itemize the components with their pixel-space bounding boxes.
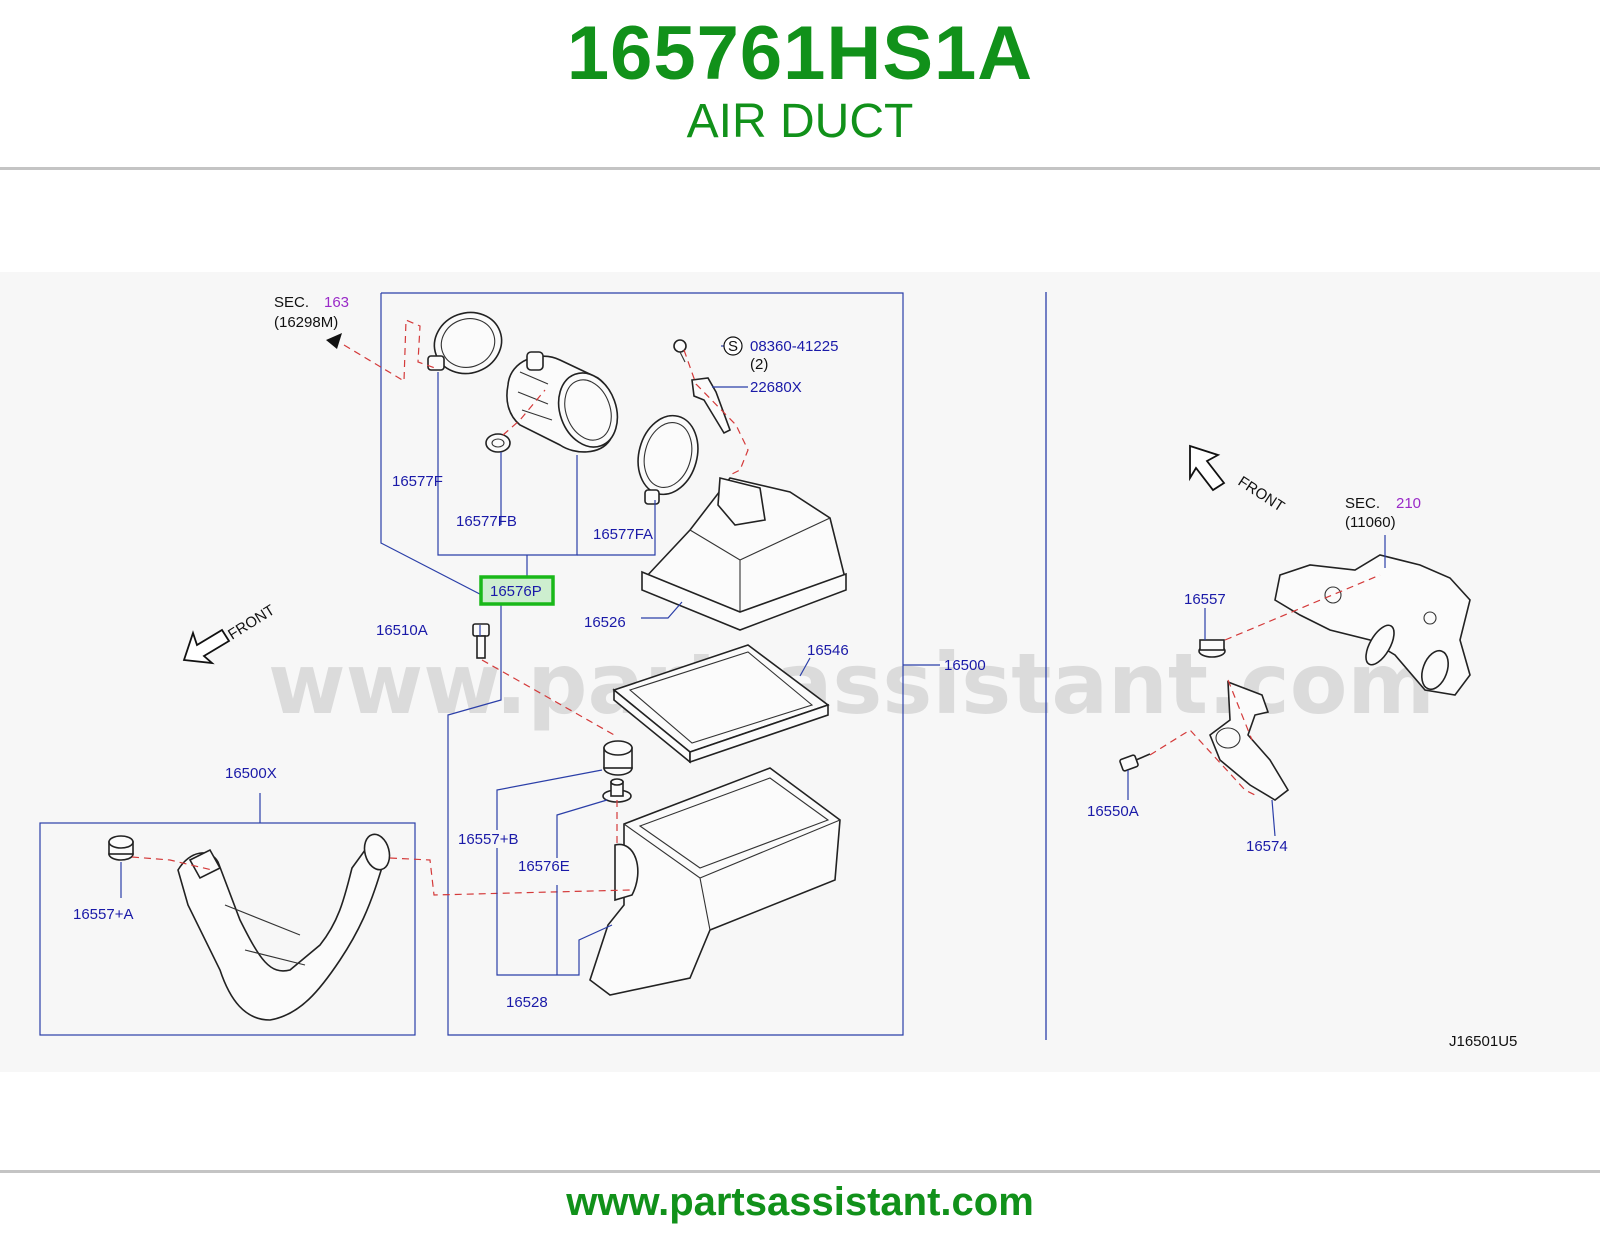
label-16576p[interactable]: 16576P	[490, 583, 542, 600]
front-arrow-right-icon	[1189, 444, 1226, 492]
assembly-dashed-lines	[131, 319, 1381, 896]
sec-label-right: SEC.	[1345, 495, 1380, 512]
label-16528[interactable]: 16528	[506, 994, 548, 1011]
page-header: 165761HS1A AIR DUCT	[0, 0, 1600, 168]
watermark-text: www.partsassistant.com	[268, 635, 1435, 733]
label-16557b[interactable]: 16557+B	[458, 831, 518, 848]
air-duct-16576p-part	[506, 351, 619, 453]
part-name-subtitle: AIR DUCT	[686, 95, 914, 148]
bolt-16510a-part	[472, 623, 490, 659]
screw-s-symbol: S	[728, 338, 738, 355]
sec-number-210: 210	[1396, 495, 1421, 512]
screw-s-icon	[723, 336, 743, 356]
label-22680x[interactable]: 22680X	[750, 379, 802, 396]
label-16574[interactable]: 16574	[1246, 838, 1288, 855]
diagram-code: J16501U5	[1449, 1033, 1517, 1050]
collar-16576e-part	[602, 778, 632, 803]
label-16557[interactable]: 16557	[1184, 591, 1226, 608]
label-16550a[interactable]: 16550A	[1087, 803, 1139, 820]
label-16576e[interactable]: 16576E	[518, 858, 570, 875]
label-16546[interactable]: 16546	[807, 642, 849, 659]
footer-site-link[interactable]: www.partsassistant.com	[566, 1180, 1034, 1224]
label-16577fa[interactable]: 16577FA	[593, 526, 653, 543]
sec-label-left: SEC.	[274, 294, 309, 311]
bolt-16550a-part	[1119, 753, 1151, 772]
air-cleaner-body-16528-part	[589, 767, 841, 996]
label-16557a[interactable]: 16557+A	[73, 906, 133, 923]
air-filter-16546-part	[612, 644, 830, 764]
grommet-16557-part	[1198, 639, 1226, 658]
label-16526[interactable]: 16526	[584, 614, 626, 631]
sec163-pointer-arrow	[326, 333, 342, 349]
label-16500[interactable]: 16500	[944, 657, 986, 674]
footer-divider	[0, 1170, 1600, 1173]
label-08360-41225[interactable]: 08360-41225	[750, 338, 838, 355]
ref-11060: (11060)	[1345, 514, 1396, 531]
sensor-22680x-part	[691, 377, 731, 435]
clamp-16577fb-part	[485, 433, 511, 453]
leader-lines	[120, 345, 1386, 976]
bracket-16574-part	[1209, 680, 1290, 801]
highlighted-part-box	[479, 575, 555, 606]
engine-bracket-11060-part	[1274, 554, 1471, 696]
assembly-16500x-box	[39, 822, 416, 1036]
sec-number-163: 163	[324, 294, 349, 311]
ref-16298m: (16298M)	[274, 314, 338, 331]
label-16577fb[interactable]: 16577FB	[456, 513, 517, 530]
header-divider	[0, 167, 1600, 170]
label-16510a[interactable]: 16510A	[376, 622, 428, 639]
label-16577f[interactable]: 16577F	[392, 473, 443, 490]
front-arrow-left-icon	[182, 628, 231, 665]
diagram-panel	[0, 272, 1600, 1072]
grommet-16557b-part	[603, 740, 633, 776]
label-screw-qty: (2)	[750, 356, 768, 373]
screw-08360-part	[673, 339, 687, 363]
assembly-16500-outline	[380, 292, 904, 1036]
air-cleaner-cover-16526-part	[641, 476, 847, 631]
label-16500x[interactable]: 16500X	[225, 765, 277, 782]
duct-16500x-part	[177, 833, 391, 1021]
grommet-16557a-part	[108, 835, 134, 861]
clamp-16577f-part	[427, 311, 503, 375]
part-number-title: 165761HS1A	[566, 11, 1034, 96]
